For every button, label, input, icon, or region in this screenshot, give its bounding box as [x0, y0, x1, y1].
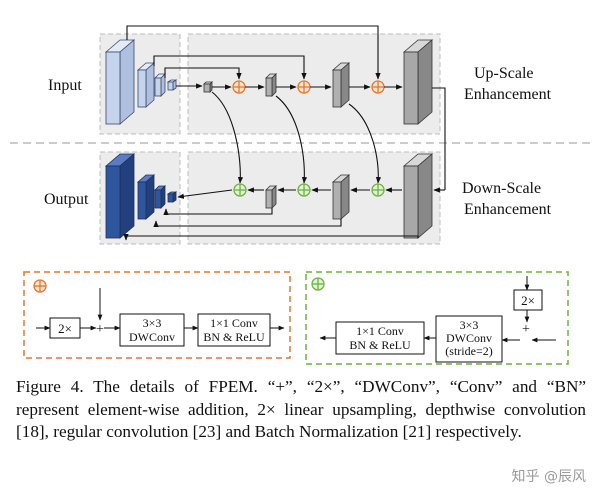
up-conv-label-1: 1×1 Conv — [210, 316, 258, 330]
fpem-diagram: Input Output Up-Scale Enhancement Down-S… — [10, 25, 590, 365]
down-scale-label-2: Enhancement — [464, 201, 552, 218]
up-scale-panel — [187, 33, 441, 135]
down-scale-arrows — [123, 187, 445, 241]
down-conv-label-2: BN & ReLU — [349, 338, 411, 352]
up-conv-label-2: BN & ReLU — [203, 330, 265, 344]
down-scale-label: Down-Scale — [462, 180, 541, 197]
up-scale-label: Up-Scale — [474, 65, 534, 82]
input-feature-maps — [104, 39, 178, 125]
figure-caption: Figure 4. The details of FPEM. “+”, “2×”… — [16, 377, 586, 441]
up-plus-label: + — [96, 322, 104, 337]
output-label: Output — [44, 191, 89, 208]
up-scale-features — [203, 39, 434, 125]
down-plus-label: + — [522, 322, 530, 337]
up-scale-arrows — [126, 25, 446, 190]
down-scale-panel — [187, 151, 441, 245]
down-dwconv-label-2: DWConv — [446, 331, 492, 345]
down-upsample-label: 2× — [521, 293, 535, 308]
up-scale-label-2: Enhancement — [464, 86, 552, 103]
down-scale-block-legend: 2× + 3×3 DWConv (stride=2) 1×1 Conv BN &… — [305, 271, 569, 365]
up-dwconv-label-2: DWConv — [129, 330, 175, 344]
watermark: 知乎 @辰风 — [511, 469, 586, 485]
down-dwconv-label-1: 3×3 — [460, 318, 479, 332]
down-scale-features — [265, 153, 434, 239]
input-label: Input — [48, 77, 82, 94]
down-dwconv-label-3: (stride=2) — [445, 344, 492, 358]
up-upsample-label: 2× — [58, 321, 72, 336]
up-add-ops — [232, 80, 385, 94]
up-scale-block-legend: 2× + 3×3 DWConv 1×1 Conv BN & ReLU — [23, 271, 291, 359]
down-add-ops — [233, 183, 385, 197]
up-dwconv-label-1: 3×3 — [143, 316, 162, 330]
down-conv-label-1: 1×1 Conv — [356, 324, 404, 338]
output-feature-maps — [104, 153, 178, 239]
